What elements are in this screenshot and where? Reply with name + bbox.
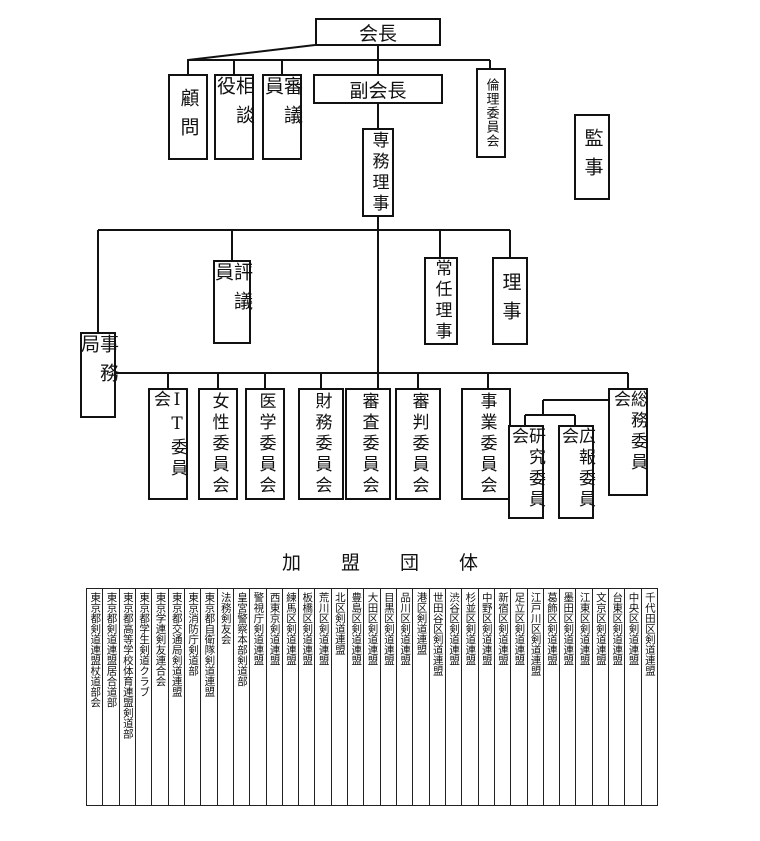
federation-member-cell: 東京都剣道連盟居合道部 xyxy=(102,589,118,805)
federation-member-cell: 練馬区剣道連盟 xyxy=(281,589,298,805)
federation-member-cell: 足立区剣道連盟 xyxy=(510,589,526,805)
federation-member-cell: 皇宮警察本部剣道部 xyxy=(232,589,249,805)
federation-member-cell: 葛飾区剣道連盟 xyxy=(542,589,559,805)
federation-member-name: 皇宮警察本部剣道部 xyxy=(236,592,249,687)
federation-table: 千代田区剣道連盟中央区剣道連盟台東区剣道連盟文京区剣道連盟江東区剣道連盟墨田区剣… xyxy=(86,588,658,806)
federation-member-name: 東京都交通局剣道連盟 xyxy=(170,592,183,697)
federation-member-name: 港区剣道連盟 xyxy=(415,592,428,655)
federation-member-cell: 品川区剣道連盟 xyxy=(396,589,412,805)
auditor-box: 監事 xyxy=(574,114,610,200)
federation-member-cell: 江東区剣道連盟 xyxy=(575,589,591,805)
federation-member-cell: 豊島区剣道連盟 xyxy=(347,589,363,805)
federation-member-name: 目黒区剣道連盟 xyxy=(382,592,395,666)
federation-member-name: 中野区剣道連盟 xyxy=(480,592,493,666)
federation-member-cell: 荒川区剣道連盟 xyxy=(314,589,330,805)
president-box: 会長 xyxy=(315,18,441,46)
federation-member-name: 北区剣道連盟 xyxy=(333,592,346,655)
standing-director-box: 常任理事 xyxy=(424,257,458,345)
federation-member-name: 江東区剣道連盟 xyxy=(578,592,591,666)
federation-member-name: 東京消防庁剣道部 xyxy=(187,592,200,676)
federation-member-name: 新宿区剣道連盟 xyxy=(497,592,510,666)
medical-committee-box: 医学委員会 xyxy=(245,388,285,500)
director-box: 理事 xyxy=(492,257,528,345)
federation-member-cell: 中野区剣道連盟 xyxy=(477,589,494,805)
women-committee-box: 女性委員会 xyxy=(198,388,238,500)
federation-member-cell: 港区剣道連盟 xyxy=(412,589,428,805)
counselor-box: 相談役 xyxy=(214,74,255,160)
federation-member-cell: 千代田区剣道連盟 xyxy=(640,589,657,805)
managing-director-box: 専務理事 xyxy=(362,128,394,217)
secretariat-box: 事務局 xyxy=(78,332,119,418)
federation-member-cell: 法務剣友会 xyxy=(216,589,233,805)
federation-member-cell: 警視庁剣道連盟 xyxy=(249,589,265,805)
councilor-box: 審議員 xyxy=(262,74,303,160)
federation-member-cell: 墨田区剣道連盟 xyxy=(559,589,575,805)
federation-member-name: 荒川区剣道連盟 xyxy=(317,592,330,666)
pr-committee-box: 広報委員会 xyxy=(558,425,595,519)
federation-title: 加盟団体 xyxy=(281,552,518,574)
federation-member-name: 杉並区剣道連盟 xyxy=(464,592,477,666)
federation-member-name: 東京都自衛隊剣道連盟 xyxy=(203,592,216,697)
federation-member-cell: 西東京剣道連盟 xyxy=(265,589,282,805)
federation-member-cell: 東京都高等学校体育連盟剣道部 xyxy=(118,589,135,805)
trustee-box: 評議員 xyxy=(212,260,253,344)
federation-member-cell: 渋谷区剣道連盟 xyxy=(444,589,461,805)
federation-member-cell: 江戸川区剣道連盟 xyxy=(526,589,543,805)
referee-committee-box: 審判委員会 xyxy=(395,388,441,500)
federation-member-cell: 東京都剣道連盟杖道部会 xyxy=(87,589,102,805)
federation-member-name: 墨田区剣道連盟 xyxy=(562,592,575,666)
federation-member-name: 渋谷区剣道連盟 xyxy=(448,592,461,666)
advisor-box: 顧問 xyxy=(168,74,208,160)
federation-member-cell: 台東区剣道連盟 xyxy=(608,589,624,805)
federation-member-name: 練馬区剣道連盟 xyxy=(284,592,297,666)
federation-member-name: 西東京剣道連盟 xyxy=(268,592,281,666)
ethics-committee-box: 倫理委員会 xyxy=(476,68,506,158)
federation-member-cell: 中央区剣道連盟 xyxy=(624,589,640,805)
federation-member-name: 東京都剣道連盟杖道部会 xyxy=(89,592,102,708)
business-committee-box: 事業委員会 xyxy=(461,388,511,500)
federation-member-name: 中央区剣道連盟 xyxy=(627,592,640,666)
federation-member-cell: 板橋区剣道連盟 xyxy=(298,589,314,805)
federation-member-name: 警視庁剣道連盟 xyxy=(252,592,265,666)
federation-member-name: 法務剣友会 xyxy=(219,592,232,645)
federation-member-name: 東京学連剣友連合会 xyxy=(154,592,167,687)
federation-member-name: 文京区剣道連盟 xyxy=(594,592,607,666)
federation-member-name: 葛飾区剣道連盟 xyxy=(545,592,558,666)
examination-committee-box: 審査委員会 xyxy=(345,388,391,500)
federation-member-name: 東京都剣道連盟居合道部 xyxy=(105,592,118,708)
federation-member-cell: 東京都学生剣道クラブ xyxy=(135,589,151,805)
vice-president-box: 副会長 xyxy=(313,74,443,104)
federation-member-cell: 大田区剣道連盟 xyxy=(363,589,379,805)
research-committee-box: 研究委員会 xyxy=(508,425,545,519)
federation-member-name: 東京都高等学校体育連盟剣道部 xyxy=(121,592,134,739)
federation-member-cell: 文京区剣道連盟 xyxy=(591,589,608,805)
finance-committee-box: 財務委員会 xyxy=(298,388,344,500)
federation-member-name: 品川区剣道連盟 xyxy=(399,592,412,666)
federation-member-name: 大田区剣道連盟 xyxy=(366,592,379,666)
federation-member-cell: 北区剣道連盟 xyxy=(330,589,347,805)
federation-member-name: 東京都学生剣道クラブ xyxy=(138,592,151,697)
federation-member-cell: 目黒区剣道連盟 xyxy=(379,589,396,805)
federation-member-name: 江戸川区剣道連盟 xyxy=(529,592,542,676)
federation-member-name: 足立区剣道連盟 xyxy=(513,592,526,666)
federation-member-cell: 東京学連剣友連合会 xyxy=(151,589,167,805)
federation-member-name: 台東区剣道連盟 xyxy=(611,592,624,666)
federation-member-name: 千代田区剣道連盟 xyxy=(643,592,656,676)
federation-member-cell: 杉並区剣道連盟 xyxy=(461,589,477,805)
federation-member-name: 豊島区剣道連盟 xyxy=(350,592,363,666)
federation-member-cell: 世田谷区剣道連盟 xyxy=(428,589,445,805)
it-committee-box: IT委員会 xyxy=(148,388,188,500)
federation-member-cell: 新宿区剣道連盟 xyxy=(493,589,510,805)
federation-member-cell: 東京都自衛隊剣道連盟 xyxy=(200,589,216,805)
federation-member-name: 世田谷区剣道連盟 xyxy=(431,592,444,676)
federation-member-name: 板橋区剣道連盟 xyxy=(301,592,314,666)
general-affairs-committee-box: 総務委員会 xyxy=(608,388,648,496)
federation-member-cell: 東京都交通局剣道連盟 xyxy=(167,589,184,805)
federation-member-cell: 東京消防庁剣道部 xyxy=(183,589,200,805)
